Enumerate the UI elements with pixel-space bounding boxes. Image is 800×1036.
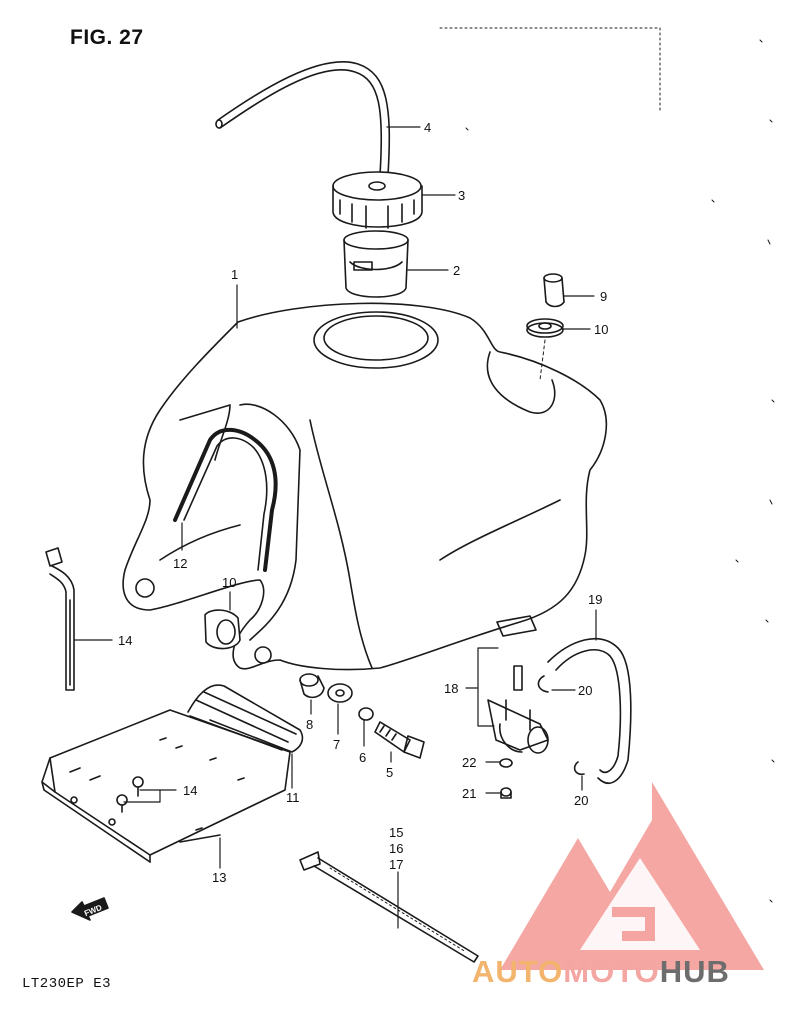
callout-8: 8 [306, 717, 314, 732]
callout-21: 21 [462, 786, 477, 801]
callout-6: 6 [359, 750, 367, 765]
callout-14-band: 14 [118, 633, 133, 648]
callout-5: 5 [386, 765, 394, 780]
fwd-arrow-icon [71, 897, 109, 921]
breather-hose [219, 69, 383, 176]
clamp-20-upper [537, 675, 549, 693]
watermark-logo-icon [500, 782, 764, 970]
filler-neck [343, 230, 409, 298]
callout-11: 11 [286, 790, 300, 805]
watermark-hub: HUB [659, 954, 730, 989]
spacer-9 [543, 273, 565, 308]
scan-specks [465, 39, 775, 903]
callout-3: 3 [458, 188, 466, 203]
washer-6 [358, 707, 374, 721]
fuel-valve [487, 615, 549, 754]
watermark-auto: AUTO [472, 954, 564, 989]
callout-2: 2 [453, 263, 461, 278]
callout-9: 9 [600, 289, 608, 304]
callout-13: 13 [212, 870, 227, 885]
callout-4: 4 [424, 120, 432, 135]
washer-7 [327, 683, 353, 703]
callout-15: 15 [389, 825, 404, 840]
callout-18: 18 [444, 681, 459, 696]
callout-16: 16 [389, 841, 404, 856]
watermark-brand: AUTOMOTOHUB [472, 954, 730, 990]
watermark-moto: MOTO [563, 954, 660, 989]
mounting-plate [41, 709, 291, 863]
fuel-hose [547, 638, 632, 784]
callout-22: 22 [462, 755, 477, 770]
callout-12: 12 [173, 556, 188, 571]
callout-1: 1 [231, 267, 239, 282]
cushion-10-bottom [204, 609, 241, 650]
callout-17: 17 [389, 857, 404, 872]
leader-lines [74, 126, 597, 929]
rubber-strip [173, 427, 278, 572]
clip-14-plate [116, 776, 144, 813]
bolt-5 [374, 721, 425, 759]
model-code: LT230EP E3 [22, 976, 112, 992]
cushion-10-top [526, 318, 564, 338]
figure-title: FIG. 27 [70, 26, 144, 49]
band-14-left [45, 547, 75, 691]
washer-22 [499, 758, 513, 768]
rubber-pad [187, 684, 304, 753]
callout-10-bottom: 10 [222, 575, 237, 590]
callout-14-clip: 14 [183, 783, 198, 798]
callout-20-lower: 20 [574, 793, 589, 808]
callout-7: 7 [333, 737, 341, 752]
fuel-tank [122, 302, 608, 671]
callout-20-upper: 20 [578, 683, 593, 698]
callout-19: 19 [588, 592, 603, 607]
frame-line [439, 27, 661, 111]
fuel-cap [332, 171, 423, 229]
clamp-20-lower [573, 761, 585, 776]
callout-10-top: 10 [594, 322, 609, 337]
collar-8 [299, 673, 325, 699]
screw-21 [500, 787, 512, 799]
